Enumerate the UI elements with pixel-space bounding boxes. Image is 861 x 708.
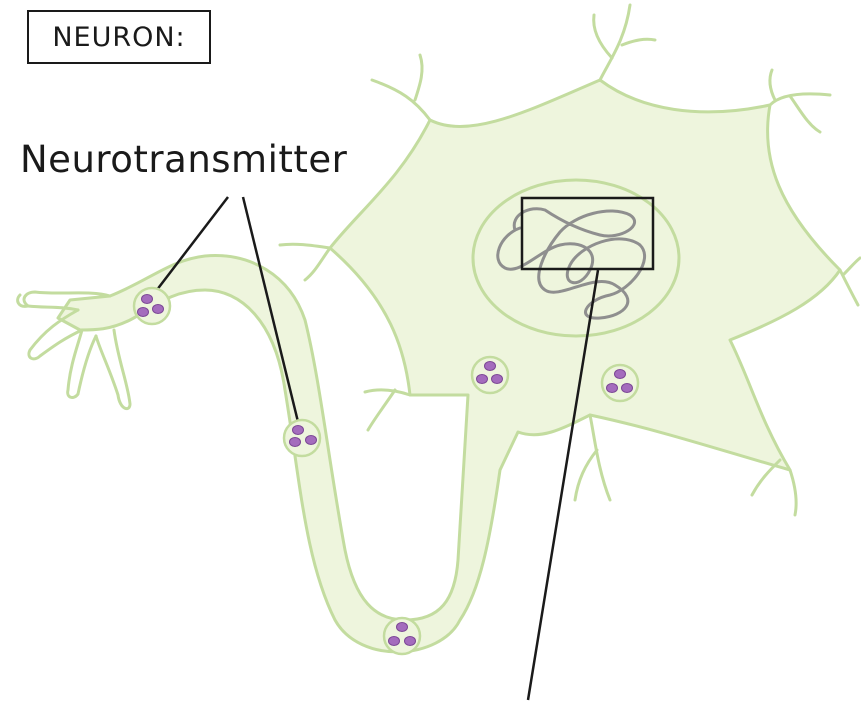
- vesicle: [134, 288, 170, 324]
- neurotransmitter-label: Neurotransmitter: [20, 138, 347, 181]
- diagram-title: NEURON:: [52, 22, 185, 53]
- vesicle: [384, 618, 420, 654]
- vesicle: [472, 357, 508, 393]
- vesicle: [602, 365, 638, 401]
- vesicle: [284, 420, 320, 456]
- title-box: NEURON:: [27, 10, 211, 64]
